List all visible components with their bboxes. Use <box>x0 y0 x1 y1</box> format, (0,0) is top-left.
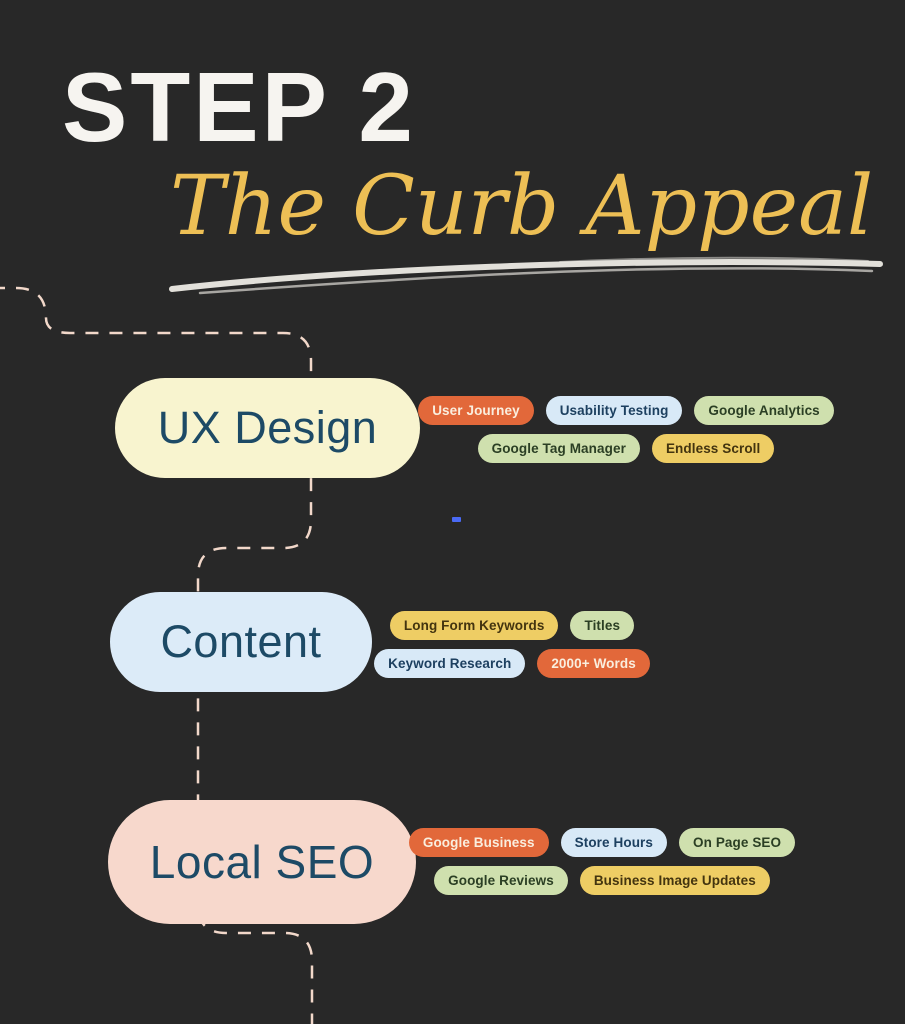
tag-row: Keyword Research 2000+ Words <box>374 649 650 678</box>
node-local-seo: Local SEO <box>108 800 416 924</box>
tag-row: User Journey Usability Testing Google An… <box>418 396 834 425</box>
tag: 2000+ Words <box>537 649 650 678</box>
node-ux-design: UX Design <box>115 378 420 478</box>
tag-group-ux-design: User Journey Usability Testing Google An… <box>418 396 834 463</box>
tag: User Journey <box>418 396 534 425</box>
tag-row: Google Business Store Hours On Page SEO <box>408 828 796 857</box>
step-heading: STEP 2 <box>62 52 416 162</box>
node-content: Content <box>110 592 372 692</box>
tag: Endless Scroll <box>651 434 775 463</box>
subtitle: The Curb Appeal <box>170 159 874 254</box>
tag: Google Business <box>408 828 549 857</box>
tag: Keyword Research <box>374 649 526 678</box>
tag: Long Form Keywords <box>389 611 559 640</box>
node-label: Local SEO <box>149 836 375 888</box>
tag-row: Google Tag Manager Endless Scroll <box>477 434 775 463</box>
tag: Store Hours <box>560 828 668 857</box>
tag: Titles <box>570 611 635 640</box>
tag: Google Reviews <box>434 866 568 895</box>
tag: On Page SEO <box>679 828 796 857</box>
tag-row: Google Reviews Business Image Updates <box>434 866 770 895</box>
tag-group-content: Long Form Keywords Titles Keyword Resear… <box>374 611 650 678</box>
tag-row: Long Form Keywords Titles <box>389 611 635 640</box>
tag: Google Analytics <box>694 396 834 425</box>
tag: Google Tag Manager <box>477 434 640 463</box>
tag-group-local-seo: Google Business Store Hours On Page SEO … <box>408 828 796 895</box>
tag: Business Image Updates <box>579 866 770 895</box>
node-label: UX Design <box>157 402 378 453</box>
tag: Usability Testing <box>545 396 683 425</box>
node-label: Content <box>160 616 322 667</box>
blue-dash-accent <box>452 517 461 522</box>
